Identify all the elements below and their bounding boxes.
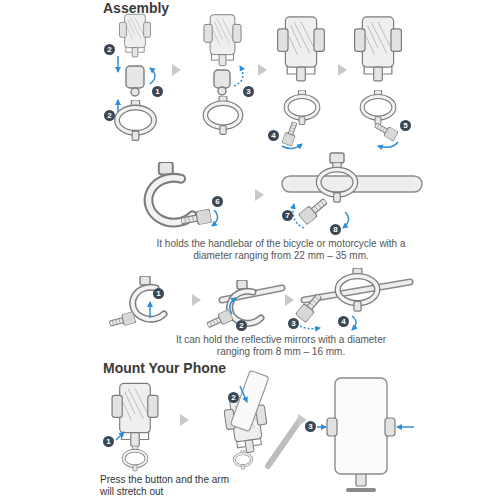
assembly-arrow <box>117 56 119 72</box>
handlebar-clamp <box>319 162 356 202</box>
callout-number: 6 <box>212 196 223 207</box>
step-arrow <box>192 294 201 306</box>
handlebar-clamp <box>117 100 154 140</box>
callout-number: 3 <box>288 318 299 329</box>
clamp-knob <box>205 309 233 331</box>
rotate-arrow <box>230 298 236 314</box>
callout-number: 2 <box>236 320 247 331</box>
phone-cradle <box>278 17 325 81</box>
callout-number: 1 <box>153 288 164 299</box>
step-arrow <box>180 414 189 426</box>
mirror-clamp <box>338 268 378 311</box>
callout-number: 3 <box>243 86 254 97</box>
clamp-knob <box>295 291 325 323</box>
note-text: Press the button and the arm will stretc… <box>100 474 235 498</box>
step-arrow <box>172 64 181 76</box>
phone <box>335 378 387 474</box>
rotate-arrow <box>234 66 243 86</box>
rotate-arrow <box>352 316 356 330</box>
callout-number: 3 <box>305 421 316 432</box>
callout-number: 1 <box>103 436 114 447</box>
phone-cradle <box>119 14 150 57</box>
ball <box>218 87 226 95</box>
phone-cradle <box>112 383 158 446</box>
clamp-base <box>348 488 374 492</box>
caption-text: It can hold the reflective mirrors with … <box>160 334 402 358</box>
callout-number: 4 <box>338 316 349 327</box>
step-arrow <box>285 294 294 306</box>
callout-number: 2 <box>104 44 115 55</box>
handlebar-clamp <box>286 90 318 125</box>
clamp-knob <box>282 120 300 146</box>
swing-arrow <box>300 326 320 329</box>
insert-arrow <box>149 302 151 318</box>
squeeze-arrow <box>317 426 326 428</box>
ball-joint <box>126 66 144 88</box>
swing-arrow <box>293 204 304 228</box>
step-arrow <box>258 64 267 76</box>
step-arrow <box>338 64 347 76</box>
callout-number: 1 <box>152 86 163 97</box>
section-heading: Mount Your Phone <box>103 360 226 377</box>
insert-arrow <box>240 386 247 402</box>
handlebar-clamp <box>362 90 394 125</box>
section-heading: Assembly <box>103 0 169 17</box>
open-clamp <box>230 280 261 323</box>
rotate-arrow <box>282 144 302 149</box>
open-clamp <box>133 276 164 319</box>
step-arrow <box>255 189 264 201</box>
left-arm <box>327 418 337 436</box>
ball-joint <box>214 70 230 88</box>
mount-base <box>330 153 344 163</box>
rotate-arrow <box>150 68 155 84</box>
rotate-arrow <box>343 212 349 228</box>
handlebar <box>268 420 300 466</box>
callout-number: 4 <box>268 130 279 141</box>
rotate-arrow <box>378 142 398 147</box>
callout-number: 5 <box>400 120 411 131</box>
rotate-arrow <box>212 210 218 226</box>
handlebar-clamp <box>124 446 147 471</box>
squeeze-arrow <box>397 426 414 428</box>
clamp-knob <box>298 195 330 225</box>
clamp-knob <box>108 311 136 329</box>
callout-number: 8 <box>330 224 341 235</box>
handlebar-clamp <box>234 450 252 469</box>
callout-number: 2 <box>228 392 239 403</box>
caption-text: It holds the handlebar of the bicycle or… <box>150 238 412 262</box>
open-clamp <box>148 162 192 223</box>
callout-number: 7 <box>282 210 293 221</box>
clamp-knob <box>373 120 399 141</box>
press-arrow <box>116 432 124 440</box>
phone-cradle <box>204 15 241 66</box>
handlebar-clamp <box>205 96 240 134</box>
phone-cradle <box>355 17 402 81</box>
ball <box>131 88 139 96</box>
right-arm <box>385 418 395 436</box>
callout-number: 2 <box>104 110 115 121</box>
clamp-knob <box>180 209 212 228</box>
